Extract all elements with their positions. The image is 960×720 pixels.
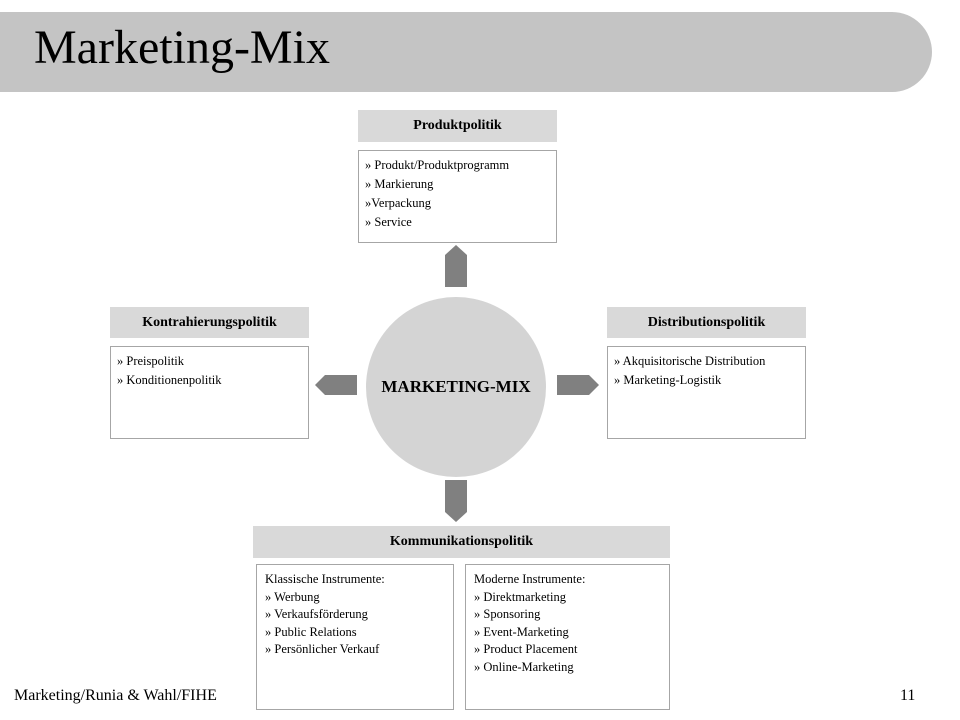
distributionspolitik-header: Distributionspolitik	[607, 307, 806, 338]
produkt-item: » Produkt/Produktprogramm	[365, 158, 510, 172]
page-number: 11	[900, 687, 916, 704]
kontrahierung-item: » Konditionenpolitik	[117, 373, 222, 387]
klassisch-item: » Public Relations	[265, 624, 357, 639]
moderne-instrumente-box: Moderne Instrumente: » Direktmarketing »…	[465, 564, 670, 710]
modern-item: » Product Placement	[474, 642, 578, 656]
produkt-item: » Markierung	[365, 177, 434, 191]
distributionspolitik-box: » Akquisitorische Distribution » Marketi…	[607, 346, 806, 439]
klassisch-item: Klassische Instrumente:	[265, 572, 385, 586]
kommunikationspolitik-header: Kommunikationspolitik	[253, 526, 670, 558]
produktpolitik-box: » Produkt/Produktprogramm » Markierung »…	[358, 150, 557, 243]
produkt-item: »Verpackung	[365, 196, 431, 210]
klassisch-item: » Persönlicher Verkauf	[265, 642, 380, 656]
produkt-item: » Service	[365, 215, 412, 229]
kontrahierung-item: » Preispolitik	[117, 354, 185, 368]
arrow-left-icon	[315, 375, 357, 395]
distribution-item: » Akquisitorische Distribution	[614, 354, 766, 368]
modern-item: » Sponsoring	[474, 607, 541, 621]
modern-item: Moderne Instrumente:	[474, 572, 586, 586]
modern-item: » Direktmarketing	[474, 589, 566, 604]
slide-title: Marketing-Mix	[34, 21, 330, 74]
produktpolitik-header: Produktpolitik	[358, 110, 557, 142]
klassische-instrumente-box: Klassische Instrumente: » Werbung » Verk…	[256, 564, 454, 710]
klassisch-item: » Werbung	[265, 589, 320, 604]
arrow-up-icon	[445, 245, 467, 287]
modern-item: » Online-Marketing	[474, 659, 574, 674]
footer-source: Marketing/Runia & Wahl/FIHE	[14, 687, 217, 704]
arrow-right-icon	[557, 375, 599, 395]
marketing-mix-circle: MARKETING-MIX	[366, 297, 546, 477]
kontrahierungspolitik-header: Kontrahierungspolitik	[110, 307, 309, 338]
arrow-down-icon	[445, 480, 467, 522]
center-label: MARKETING-MIX	[381, 377, 531, 396]
distribution-item: » Marketing-Logistik	[614, 373, 722, 387]
title-bar	[0, 12, 932, 92]
modern-item: » Event-Marketing	[474, 624, 569, 639]
kontrahierungspolitik-box: » Preispolitik » Konditionenpolitik	[110, 346, 309, 439]
klassisch-item: » Verkaufsförderung	[265, 607, 368, 621]
